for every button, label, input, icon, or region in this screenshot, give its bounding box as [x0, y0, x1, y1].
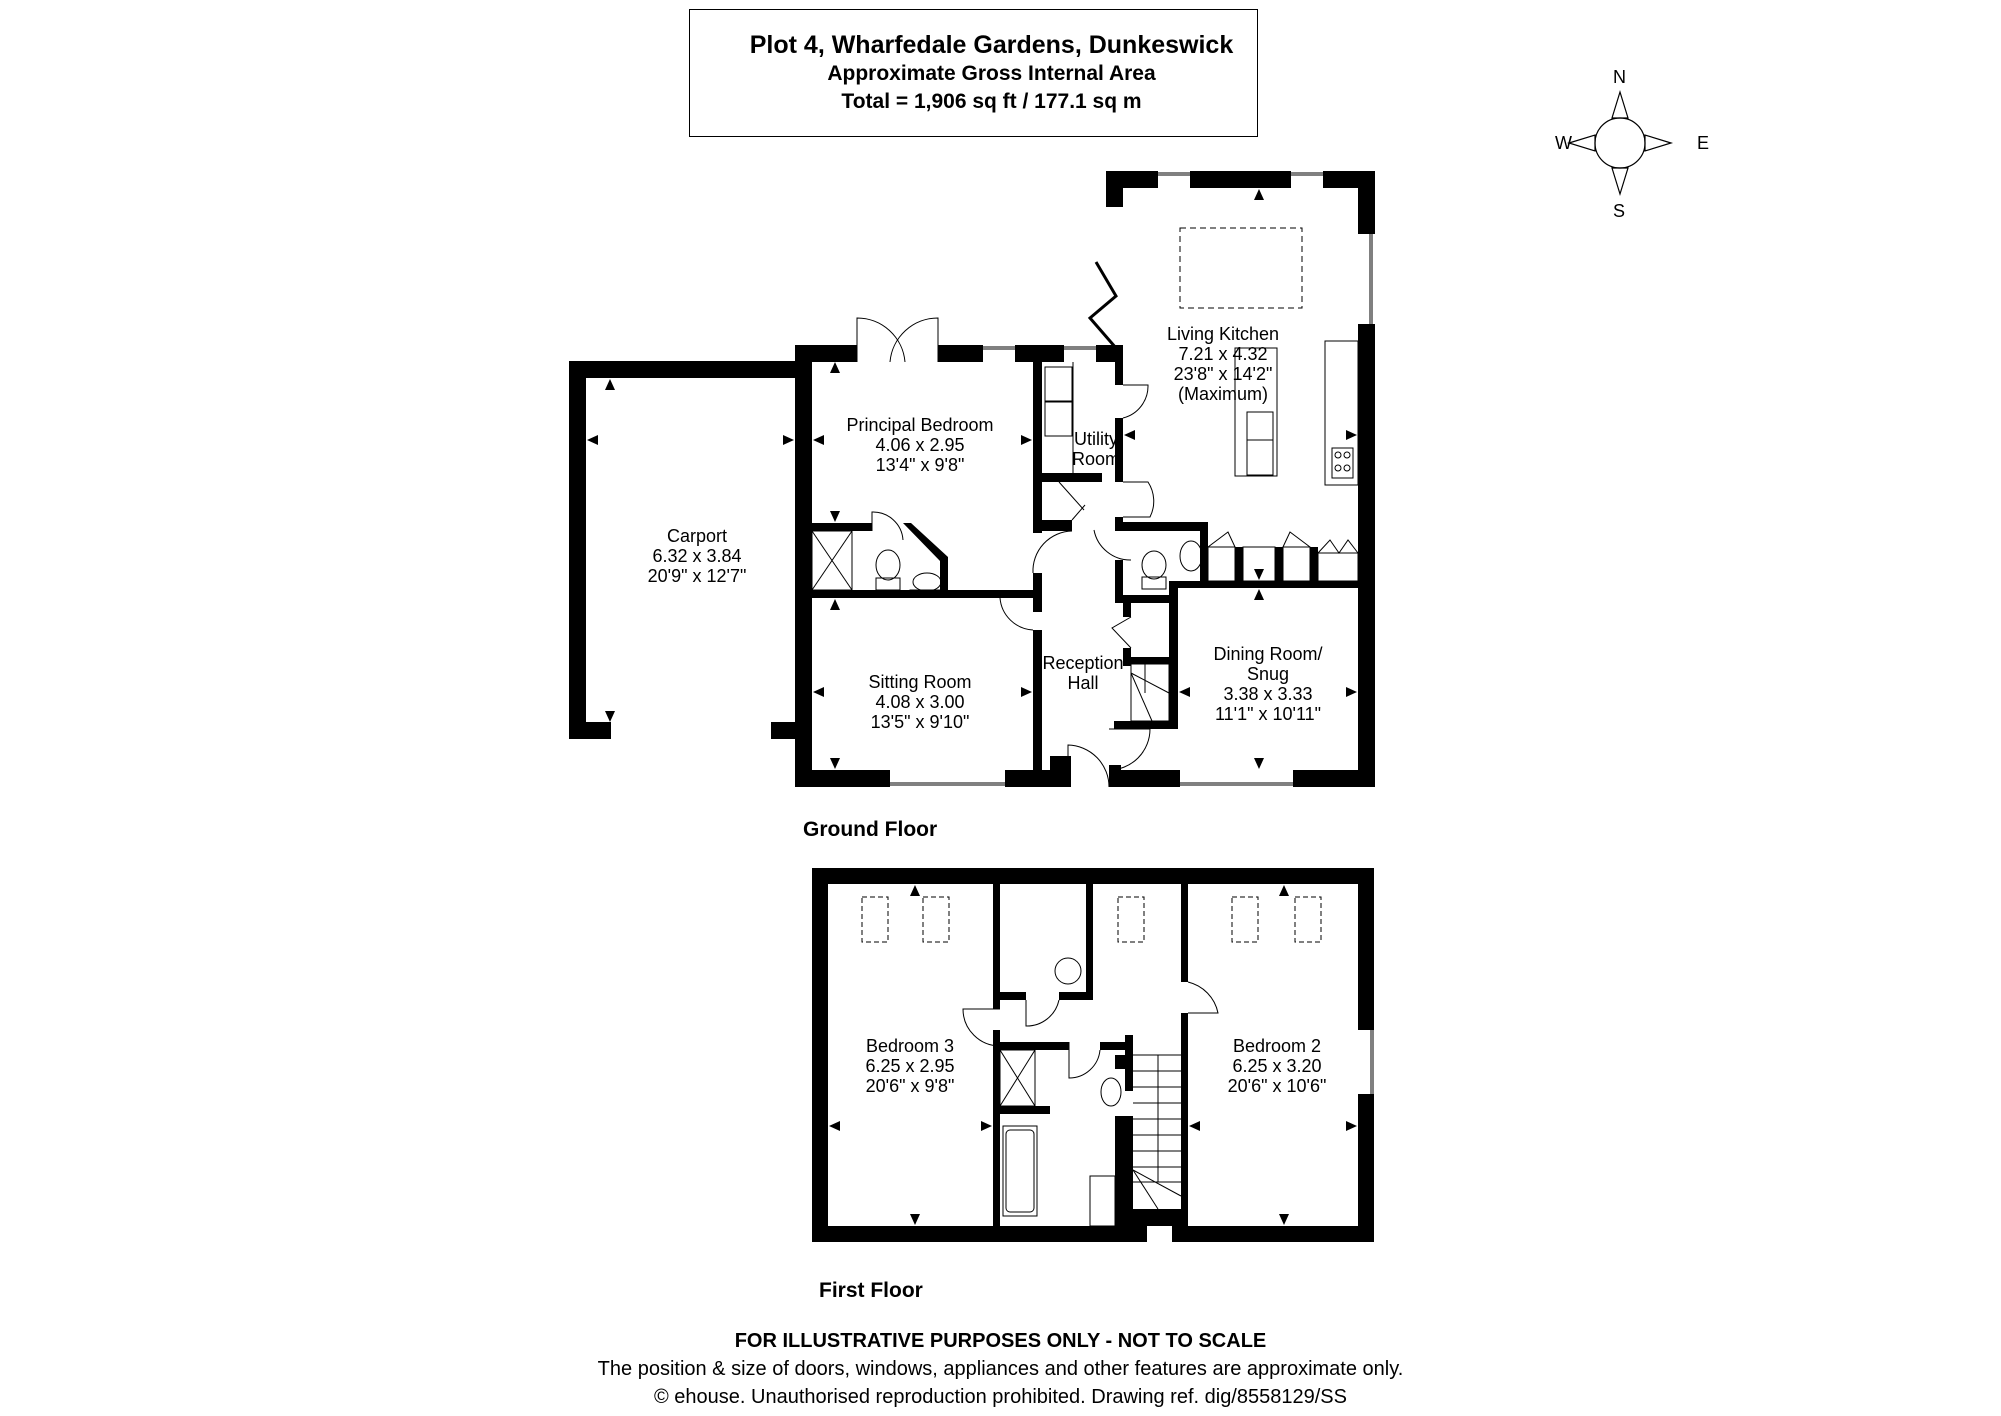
- room-name: Bedroom 2: [1232, 1036, 1322, 1056]
- property-title: Plot 4, Wharfedale Gardens, Dunkeswick: [749, 31, 1234, 59]
- room-metric: 4.06 x 2.95: [875, 435, 965, 455]
- footer: FOR ILLUSTRATIVE PURPOSES ONLY - NOT TO …: [0, 1327, 2001, 1411]
- disclaimer-heading: FOR ILLUSTRATIVE PURPOSES ONLY - NOT TO …: [734, 1330, 1267, 1352]
- compass-rose-icon: [1566, 89, 1674, 197]
- room-imperial: 20'6" x 10'6": [1227, 1076, 1327, 1096]
- room-imperial: 20'9" x 12'7": [647, 566, 747, 586]
- room-dining-snug: Dining Room/ Snug 3.38 x 3.33 11'1" x 10…: [1213, 644, 1322, 724]
- ground-floor-label: Ground Floor: [803, 818, 938, 841]
- room-bedroom-3: Bedroom 3 6.25 x 2.95 20'6" x 9'8": [865, 1036, 954, 1096]
- room-metric: 6.25 x 3.20: [1232, 1056, 1322, 1076]
- dimension-arrows: [587, 189, 1357, 1225]
- room-metric: 4.08 x 3.00: [875, 692, 965, 712]
- compass-west-label: W: [1555, 133, 1572, 153]
- compass-east-label: E: [1697, 133, 1710, 153]
- room-imperial: 11'1" x 10'11": [1214, 704, 1322, 724]
- room-metric: 7.21 x 4.32: [1178, 344, 1268, 364]
- room-name: Sitting Room: [868, 672, 972, 692]
- copyright-notice: © ehouse. Unauthorised reproduction proh…: [654, 1386, 1347, 1408]
- room-living-kitchen: Living Kitchen 7.21 x 4.32 23'8" x 14'2"…: [1167, 324, 1279, 404]
- room-name: Carport: [666, 526, 728, 546]
- disclaimer-note: The position & size of doors, windows, a…: [597, 1358, 1404, 1380]
- area-subtitle: Approximate Gross Internal Area: [827, 62, 1156, 85]
- fixtures: [811, 227, 1359, 1227]
- room-name: Bedroom 3: [865, 1036, 955, 1056]
- door-swings: [856, 317, 1219, 1079]
- windows: [890, 172, 1374, 1094]
- room-name: Dining Room/: [1213, 644, 1323, 664]
- room-name: Utility: [1073, 429, 1118, 449]
- title-box: Plot 4, Wharfedale Gardens, Dunkeswick A…: [689, 9, 1258, 137]
- room-name-line2: Snug: [1246, 664, 1290, 684]
- room-imperial: 23'8" x 14'2": [1173, 364, 1273, 384]
- first-floor-label: First Floor: [819, 1279, 923, 1302]
- compass-south-label: S: [1613, 201, 1626, 221]
- room-name-line2: Room: [1071, 449, 1121, 469]
- room-utility: Utility Room: [1072, 429, 1120, 469]
- room-name: Living Kitchen: [1166, 324, 1280, 344]
- bifold-door: [1087, 261, 1118, 349]
- room-name-line2: Hall: [1067, 673, 1099, 693]
- room-note: (Maximum): [1177, 384, 1268, 404]
- room-imperial: 13'5" x 9'10": [870, 712, 970, 732]
- compass-north-label: N: [1613, 67, 1626, 87]
- room-principal-bedroom: Principal Bedroom 4.06 x 2.95 13'4" x 9'…: [846, 415, 993, 475]
- room-carport: Carport 6.32 x 3.84 20'9" x 12'7": [648, 526, 747, 586]
- room-metric: 6.32 x 3.84: [652, 546, 742, 566]
- room-reception-hall: Reception Hall: [1042, 653, 1123, 693]
- room-imperial: 13'4" x 9'8": [875, 455, 965, 475]
- room-name: Principal Bedroom: [846, 415, 994, 435]
- room-bedroom-2: Bedroom 2 6.25 x 3.20 20'6" x 10'6": [1228, 1036, 1327, 1096]
- room-sitting-room: Sitting Room 4.08 x 3.00 13'5" x 9'10": [868, 672, 971, 732]
- room-metric: 3.38 x 3.33: [1223, 684, 1313, 704]
- room-metric: 6.25 x 2.95: [865, 1056, 955, 1076]
- total-area: Total = 1,906 sq ft / 177.1 sq m: [841, 90, 1142, 113]
- walls: [569, 171, 1375, 1242]
- room-imperial: 20'6" x 9'8": [865, 1076, 955, 1096]
- room-name: Reception: [1042, 653, 1124, 673]
